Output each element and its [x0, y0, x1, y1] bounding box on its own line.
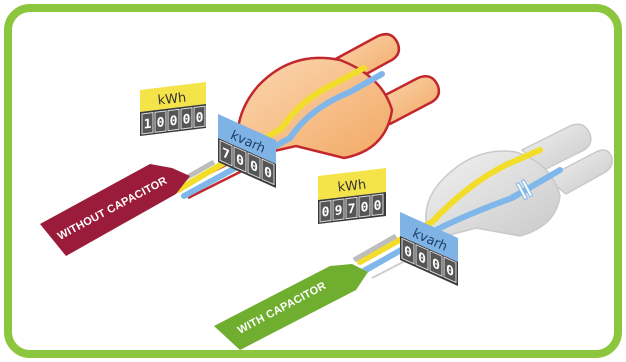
kwh-digit: 0 — [361, 200, 369, 216]
kwh-digit: 0 — [183, 112, 191, 128]
kwh-meter-without: kWh 1 0 0 0 0 — [140, 82, 206, 136]
kwh-digit: 9 — [335, 203, 343, 219]
kwh-digit: 7 — [348, 202, 356, 218]
kwh-digit: 1 — [144, 117, 152, 133]
kwh-digit: 0 — [322, 205, 330, 221]
kwh-digit: 0 — [170, 114, 178, 130]
kwh-digit: 0 — [196, 110, 204, 126]
kwh-meter-with: kWh 0 9 7 0 0 — [318, 168, 386, 224]
kwh-digit: 0 — [374, 198, 382, 214]
kwh-label: kWh — [337, 178, 367, 196]
kwh-label: kWh — [157, 91, 187, 109]
kwh-digit: 0 — [157, 115, 165, 131]
